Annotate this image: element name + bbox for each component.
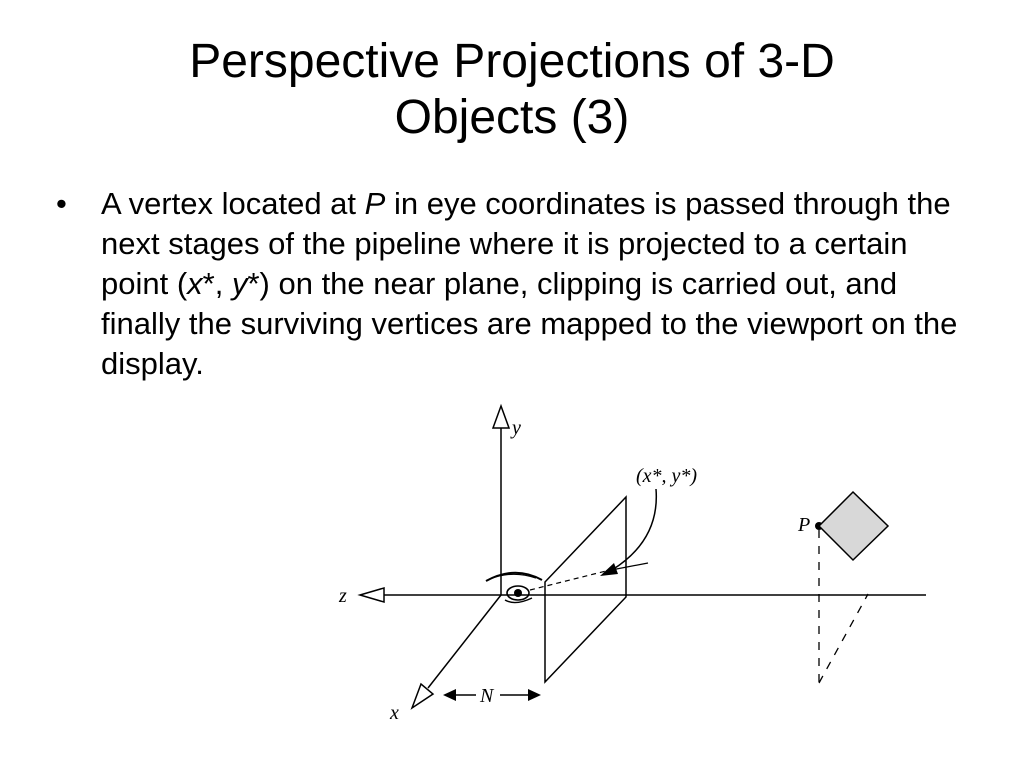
y-axis-arrowhead bbox=[491, 403, 511, 429]
bullet-text-part-4: *) on the near plane, clipping is carrie… bbox=[101, 266, 958, 381]
symbol-y: y bbox=[231, 266, 248, 301]
n-arrowhead-left bbox=[443, 689, 456, 701]
symbol-p: P bbox=[364, 186, 386, 221]
eye-icon bbox=[485, 571, 543, 604]
z-axis-label: z bbox=[338, 585, 347, 607]
x-axis bbox=[427, 594, 502, 689]
slide-title: Perspective Projections of 3-D Objects (… bbox=[40, 34, 984, 146]
x-axis-arrowhead bbox=[410, 682, 435, 710]
p-ground-line bbox=[818, 593, 869, 684]
symbol-x: x bbox=[187, 266, 203, 301]
perspective-projection-diagram: y z x (x*, y*) N P bbox=[338, 403, 926, 724]
x-axis-label: x bbox=[389, 702, 399, 724]
callout-arrow bbox=[611, 488, 658, 571]
bullet-text: A vertex located at P in eye coordinates… bbox=[101, 186, 957, 381]
object-diamond bbox=[817, 490, 890, 562]
z-axis-arrowhead bbox=[357, 587, 385, 603]
n-label: N bbox=[479, 685, 495, 707]
callout-arrowhead bbox=[600, 563, 618, 576]
near-plane bbox=[544, 495, 627, 684]
y-axis-label: y bbox=[510, 417, 521, 439]
bullet-text-part-2: in eye coordinates is passed through the… bbox=[101, 186, 951, 301]
point-p-label: P bbox=[797, 514, 810, 536]
title-line-1: Perspective Projections of 3-D bbox=[189, 35, 835, 88]
bullet-icon: • bbox=[56, 186, 67, 221]
projected-point-label: (x*, y*) bbox=[636, 465, 697, 487]
bullet-text-part-3: *, bbox=[202, 266, 232, 301]
bullet-list: • A vertex located at P in eye coordinat… bbox=[56, 184, 976, 384]
title-line-2: Objects (3) bbox=[394, 91, 630, 144]
n-arrowhead-right bbox=[528, 689, 541, 701]
projection-ray bbox=[529, 570, 607, 591]
bullet-text-part-1: A vertex located at bbox=[101, 186, 365, 221]
bullet-item: • A vertex located at P in eye coordinat… bbox=[56, 184, 976, 384]
